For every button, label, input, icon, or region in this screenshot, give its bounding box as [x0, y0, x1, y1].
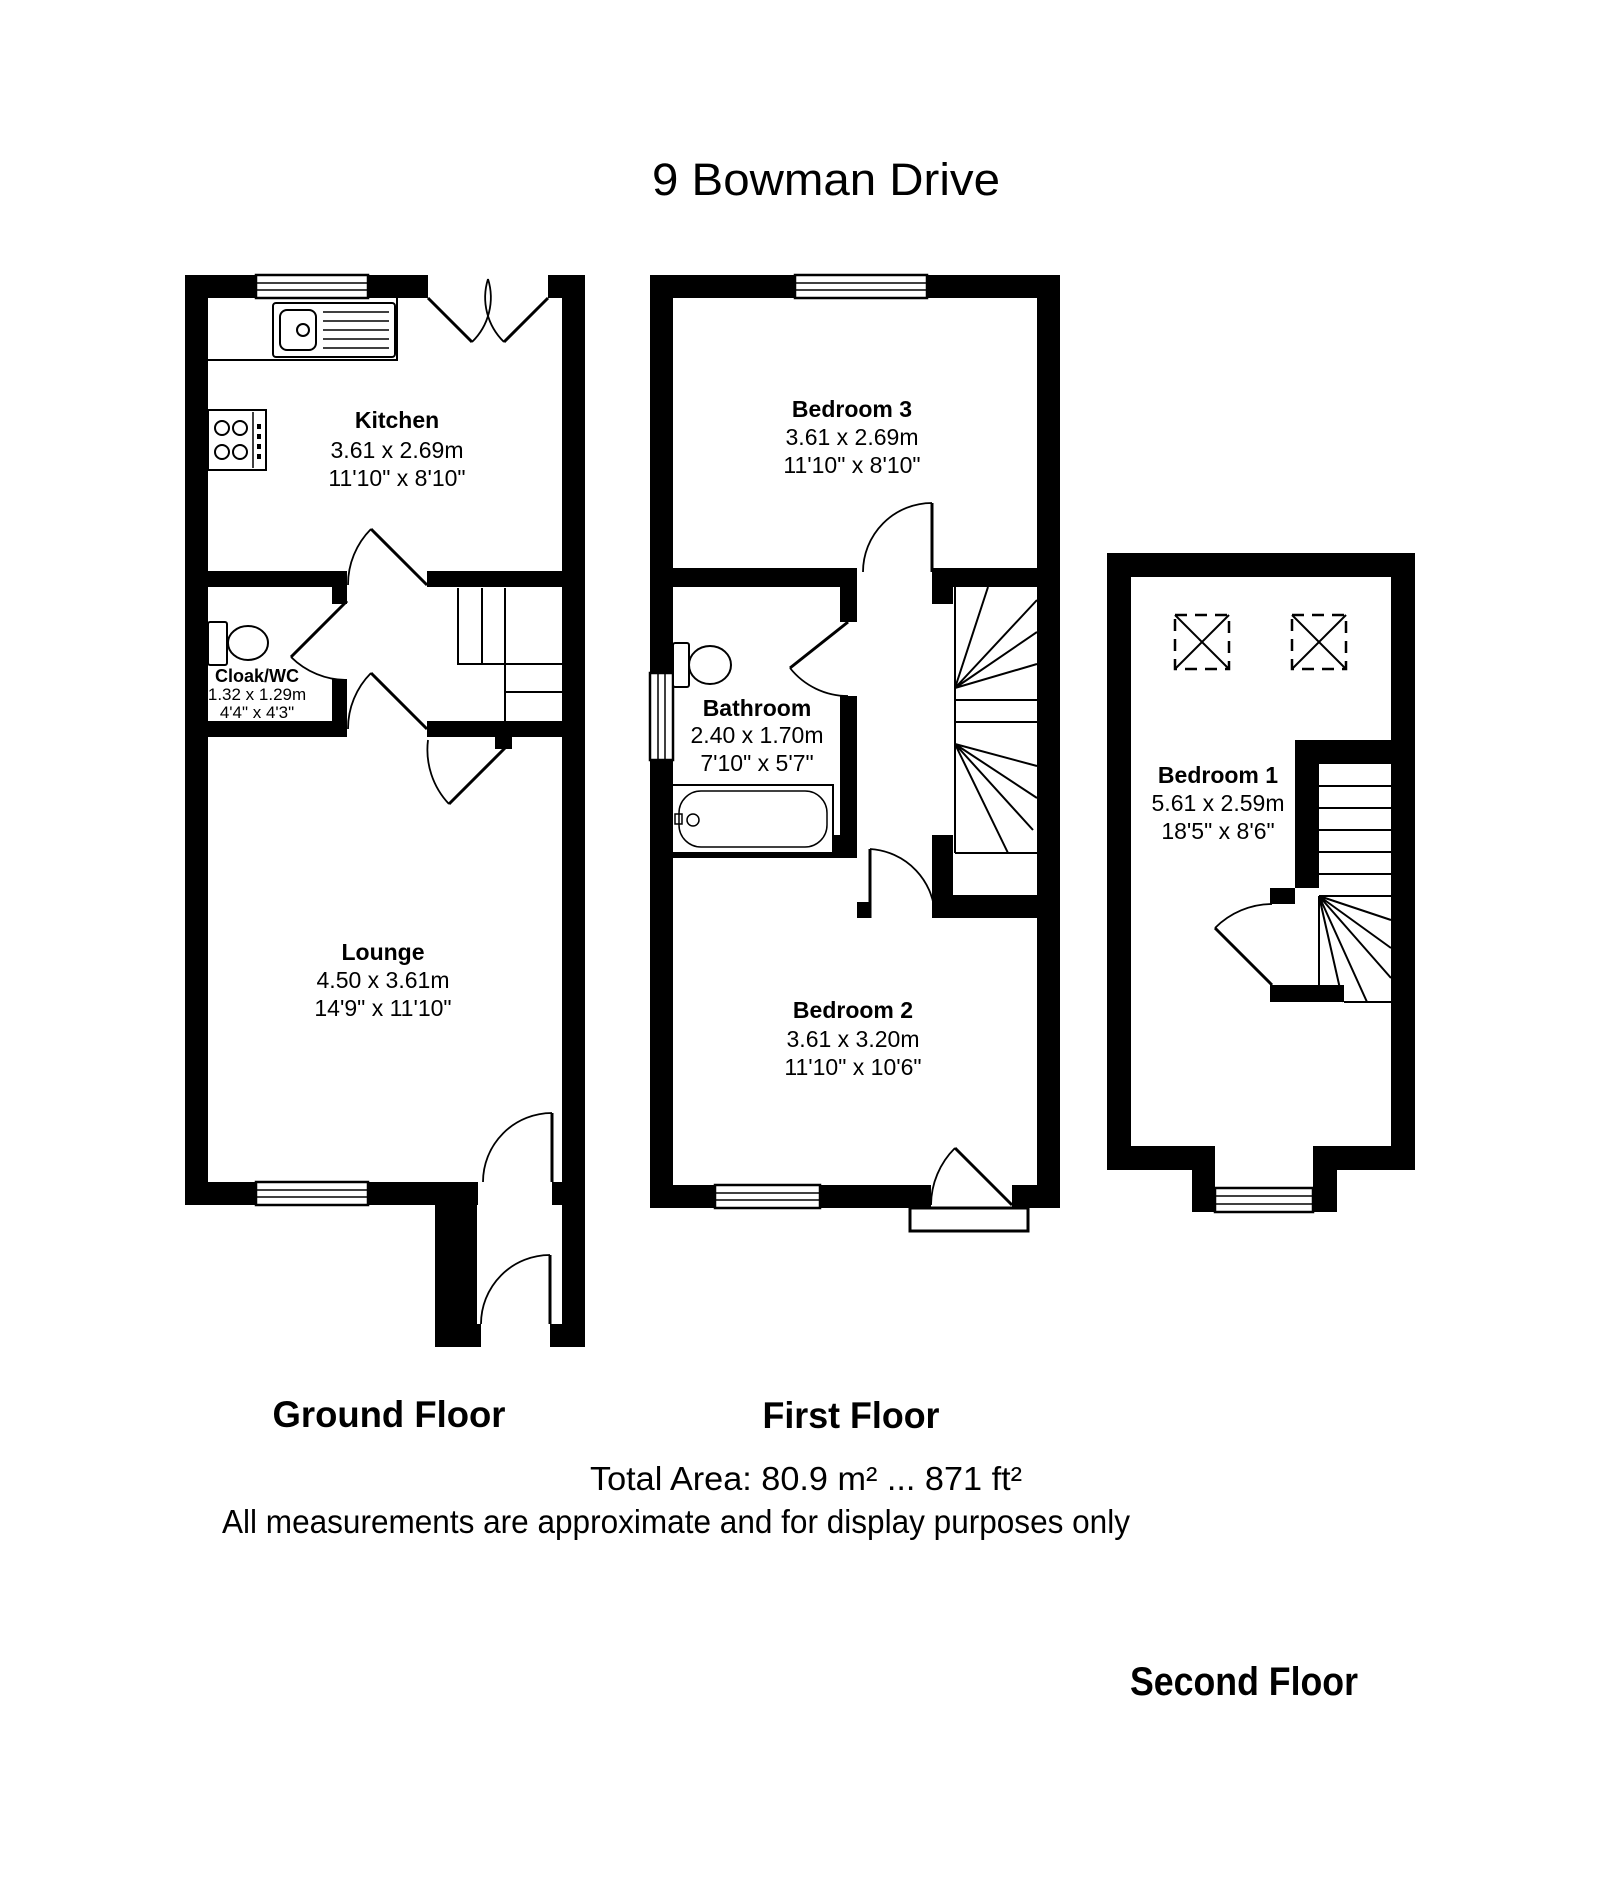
wall: [1192, 1146, 1215, 1212]
wall: [1270, 985, 1344, 1002]
cloak-dims-m: 1.32 x 1.29m: [208, 685, 306, 704]
wall: [562, 1205, 585, 1347]
wall: [935, 895, 1037, 918]
total-area-text: Total Area: 80.9 m² ... 871 ft²: [590, 1460, 1022, 1497]
bedroom2-label: Bedroom 2: [793, 997, 913, 1023]
bath-icon: [671, 784, 834, 854]
bedroom1-label: Bedroom 1: [1158, 762, 1278, 788]
hob-icon: [207, 409, 267, 471]
cloak-dims-ft: 4'4" x 4'3": [220, 703, 294, 722]
bedroom3-dims-m: 3.61 x 2.69m: [786, 424, 919, 450]
wall: [932, 568, 1037, 587]
bedroom2-ext-door-icon: [930, 1146, 1014, 1207]
wall: [495, 737, 512, 749]
window: [793, 273, 929, 300]
lounge-entry-door-icon: [426, 739, 507, 806]
wall: [1107, 553, 1415, 1170]
wall: [550, 1324, 585, 1347]
window: [254, 273, 370, 300]
wall: [427, 721, 585, 737]
bedroom1-dims-m: 5.61 x 2.59m: [1152, 790, 1285, 816]
lounge-dims-ft: 14'9" x 11'10": [314, 995, 451, 1021]
hall-door-icon: [347, 671, 429, 731]
wall: [932, 587, 953, 604]
front-door-icon: [480, 1254, 552, 1325]
window: [648, 671, 675, 762]
lounge-label: Lounge: [341, 939, 424, 965]
bedroom2-door-icon: [868, 848, 936, 919]
lounge-dims-m: 4.50 x 3.61m: [317, 967, 450, 993]
wall: [427, 571, 585, 587]
lounge-door-opening: [478, 1182, 552, 1205]
wall: [1270, 888, 1295, 904]
bay-opening: [1215, 1146, 1313, 1188]
wall: [673, 568, 857, 587]
bedroom1-dims-ft: 18'5" x 8'6": [1161, 818, 1274, 844]
cloak-label: Cloak/WC: [215, 666, 299, 686]
first-floor-label: First Floor: [763, 1395, 940, 1436]
wall: [185, 571, 347, 587]
sink-counter-icon: [208, 298, 398, 361]
bedroom3-label: Bedroom 3: [792, 396, 912, 422]
skylight-icon: [1290, 613, 1348, 671]
bathroom-dims-m: 2.40 x 1.70m: [691, 722, 824, 748]
wall: [840, 587, 857, 622]
stairs-icon: [457, 588, 562, 721]
bedroom3-dims-ft: 11'10" x 8'10": [783, 452, 920, 478]
first-floor-plan: Bedroom 3 3.61 x 2.69m 11'10" x 8'10" Ba…: [648, 273, 1060, 1233]
lounge-porch-door-icon: [482, 1112, 554, 1183]
bedroom3-door-icon: [862, 502, 934, 573]
bedroom2-dims-ft: 11'10" x 10'6": [784, 1054, 921, 1080]
bathroom-label: Bathroom: [703, 695, 812, 721]
kitchen-door-icon: [347, 527, 429, 587]
kitchen-dims-m: 3.61 x 2.69m: [331, 437, 464, 463]
wall: [1295, 764, 1319, 888]
bedroom2-ext-door-opening: [931, 1185, 1012, 1208]
second-floor-label: Second Floor: [1130, 1660, 1358, 1704]
wall: [840, 696, 857, 835]
ground-floor-label: Ground Floor: [273, 1394, 506, 1435]
kitchen-label: Kitchen: [355, 407, 439, 433]
wall: [185, 721, 347, 737]
patio-door-opening: [428, 275, 548, 298]
wall: [332, 587, 347, 604]
plan-title: 9 Bowman Drive: [652, 154, 1000, 205]
stairs-icon: [1318, 785, 1392, 1003]
stairs-icon: [954, 586, 1038, 854]
skylight-icon: [1173, 613, 1231, 671]
bedroom2-dims-m: 3.61 x 3.20m: [787, 1026, 920, 1052]
french-doors-icon: [426, 278, 550, 344]
cloak-door-icon: [289, 599, 349, 681]
disclaimer-text: All measurements are approximate and for…: [222, 1503, 1130, 1540]
toilet-icon: [672, 642, 732, 688]
wall: [435, 1324, 481, 1347]
wall: [435, 1205, 477, 1347]
kitchen-dims-ft: 11'10" x 8'10": [328, 465, 465, 491]
second-floor-plan: Bedroom 1 5.61 x 2.59m 18'5" x 8'6": [1107, 553, 1415, 1214]
wall: [857, 902, 870, 918]
bathroom-door-icon: [789, 620, 849, 697]
bathroom-dims-ft: 7'10" x 5'7": [700, 750, 813, 776]
window: [1213, 1186, 1315, 1214]
toilet-icon: [207, 621, 269, 666]
wall: [1313, 1146, 1337, 1212]
wall: [332, 679, 347, 721]
window: [713, 1183, 822, 1210]
wall: [1295, 740, 1415, 764]
bedroom1-door-icon: [1213, 903, 1274, 987]
window: [254, 1180, 370, 1207]
porch-canopy-outline: [908, 1206, 1030, 1233]
ground-floor-plan: Kitchen 3.61 x 2.69m 11'10" x 8'10" Cloa…: [185, 273, 585, 1347]
